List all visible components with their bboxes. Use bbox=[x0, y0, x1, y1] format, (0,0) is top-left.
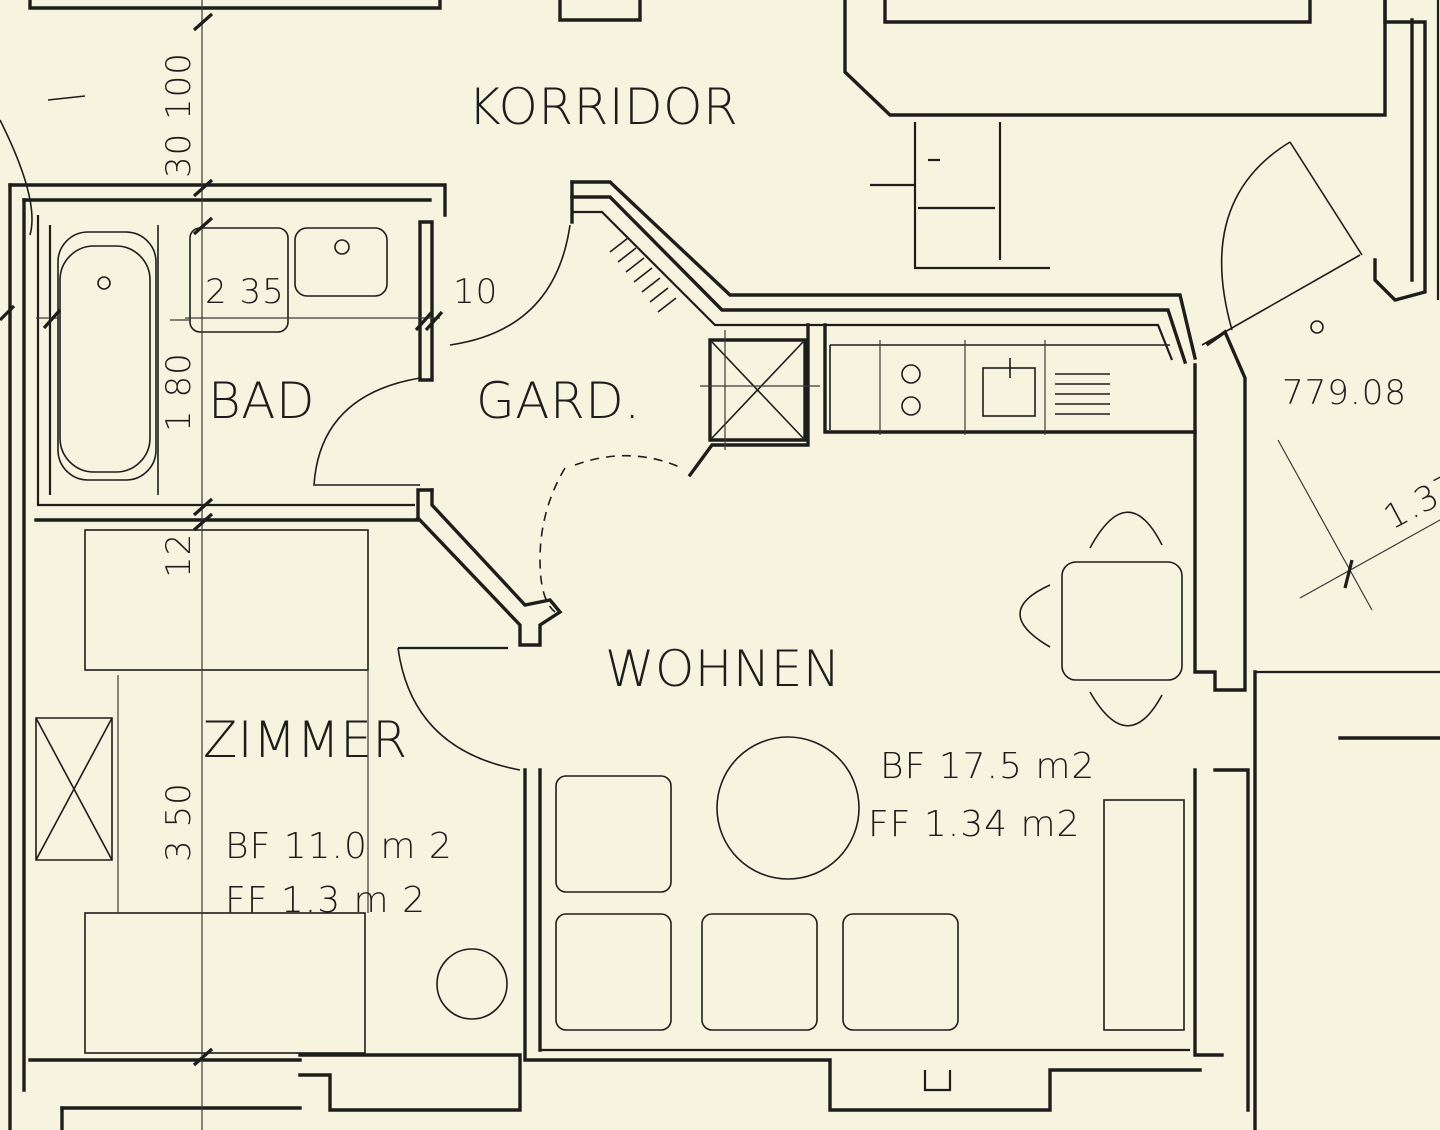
area-zimmer-bf: BF 11.0 m 2 bbox=[225, 826, 453, 867]
bathtub-icon bbox=[57, 231, 157, 481]
area-wohnen-ff: FF 1.34 m2 bbox=[868, 804, 1080, 845]
dim-12: 12 bbox=[159, 533, 199, 578]
room-label-bad: BAD bbox=[208, 372, 315, 430]
desk-icon bbox=[84, 912, 366, 1054]
furniture bbox=[35, 225, 1185, 1054]
wardrobe-icon bbox=[711, 341, 804, 439]
lamp-icon bbox=[436, 948, 508, 1020]
room-label-gard: GARD. bbox=[476, 372, 641, 430]
room-label-zimmer: ZIMMER bbox=[203, 711, 408, 769]
stove-burner-icon bbox=[901, 364, 921, 384]
door-swings bbox=[0, 95, 1363, 771]
dim-10: 10 bbox=[453, 272, 498, 312]
labels: KORRIDOR BAD GARD. WOHNEN ZIMMER BF 17.5… bbox=[159, 52, 1440, 921]
cabinet-icon bbox=[1103, 799, 1185, 1031]
dim-100: 100 bbox=[159, 52, 199, 120]
walls bbox=[8, 0, 1440, 1130]
dim-137: 1.37 bbox=[1377, 465, 1440, 538]
kitchen-sink-icon bbox=[982, 367, 1036, 417]
toilet-icon bbox=[189, 227, 289, 333]
sofa-seat-icon bbox=[555, 913, 672, 1031]
room-label-wohnen: WOHNEN bbox=[605, 640, 841, 698]
elevation-label: 779.08 bbox=[1282, 373, 1407, 413]
sink-icon bbox=[294, 227, 388, 297]
sofa-seat-icon bbox=[842, 913, 959, 1031]
coffee-table-icon bbox=[716, 736, 860, 880]
area-zimmer-ff: FF 1.3 m 2 bbox=[225, 880, 426, 921]
dim-350: 3 50 bbox=[159, 782, 199, 862]
dining-table-icon bbox=[1061, 561, 1183, 681]
area-wohnen-bf: BF 17.5 m2 bbox=[880, 746, 1095, 787]
dim-235: 2 35 bbox=[205, 272, 285, 312]
stove-burner-icon bbox=[901, 396, 921, 416]
armchair-icon bbox=[555, 775, 672, 893]
sofa-seat-icon bbox=[701, 913, 818, 1031]
dim-30: 30 bbox=[159, 133, 199, 178]
dim-180: 1 80 bbox=[159, 352, 199, 432]
room-label-korridor: KORRIDOR bbox=[468, 78, 738, 136]
closet-icon bbox=[35, 717, 113, 861]
bed-icon bbox=[84, 529, 369, 671]
